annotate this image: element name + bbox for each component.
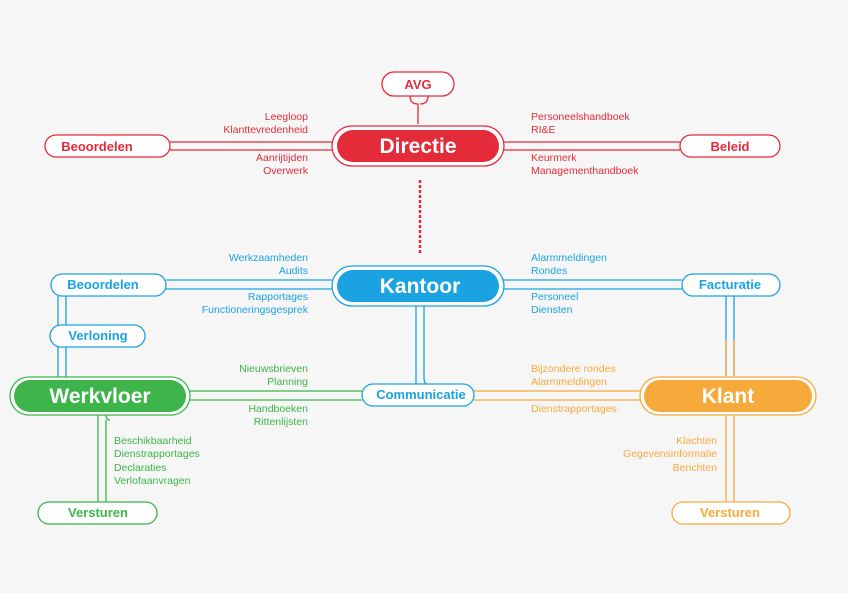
label: Rapportages: [248, 291, 308, 303]
label: Alarmmeldingen: [531, 376, 607, 388]
label: Audits: [279, 265, 308, 277]
directie-beoordelen: Beoordelen: [61, 139, 133, 154]
directie-beleid: Beleid: [710, 139, 749, 154]
label: Beschikbaarheid: [114, 435, 192, 447]
label: Bijzondere rondes: [531, 363, 616, 375]
label: Aanrijtijden: [256, 152, 308, 164]
kantoor-verloning: Verloning: [68, 328, 127, 343]
label: Werkzaamheden: [229, 252, 308, 264]
label: Verlofaanvragen: [114, 475, 191, 487]
werkvloer-title: Werkvloer: [49, 385, 150, 408]
label: Rittenlijsten: [254, 416, 308, 428]
werkvloer-node: [14, 380, 186, 412]
klant-branch: [474, 340, 817, 525]
label: RI&E: [531, 124, 556, 136]
kantoor-title: Kantoor: [380, 275, 461, 298]
label: Nieuwsbrieven: [239, 363, 308, 375]
label: Personeelshandboek: [531, 111, 630, 123]
label: Managementhandboek: [531, 165, 639, 177]
label: Declaraties: [114, 462, 167, 474]
label: Handboeken: [248, 403, 308, 415]
label: Alarmmeldingen: [531, 252, 607, 264]
klant-node: [644, 380, 812, 412]
label: Rondes: [531, 265, 567, 277]
label: Keurmerk: [531, 152, 577, 164]
label: Overwerk: [263, 165, 309, 177]
label: Leegloop: [265, 111, 308, 123]
label: Functioneringsgesprek: [202, 304, 309, 316]
kantoor-node: [337, 270, 499, 302]
directie-node: [337, 130, 499, 162]
directie-avg: AVG: [404, 77, 431, 92]
werkvloer-versturen: Versturen: [68, 505, 128, 520]
label: Berichten: [673, 462, 718, 474]
kantoor-beoordelen: Beoordelen: [67, 277, 139, 292]
label: Diensten: [531, 304, 573, 316]
label: Personeel: [531, 291, 578, 303]
label: Dienstrapportages: [114, 448, 200, 460]
directie-title: Directie: [379, 135, 456, 158]
label: Gegevensinformatie: [623, 448, 717, 460]
kantoor-communicatie: Communicatie: [376, 387, 466, 402]
label: Dienstrapportages: [531, 403, 617, 415]
klant-versturen: Versturen: [700, 505, 760, 520]
label: Planning: [267, 376, 308, 388]
label: Klanttevredenheid: [223, 124, 308, 136]
kantoor-facturatie: Facturatie: [699, 277, 761, 292]
klant-title: Klant: [702, 385, 755, 408]
label: Klachten: [676, 435, 717, 447]
